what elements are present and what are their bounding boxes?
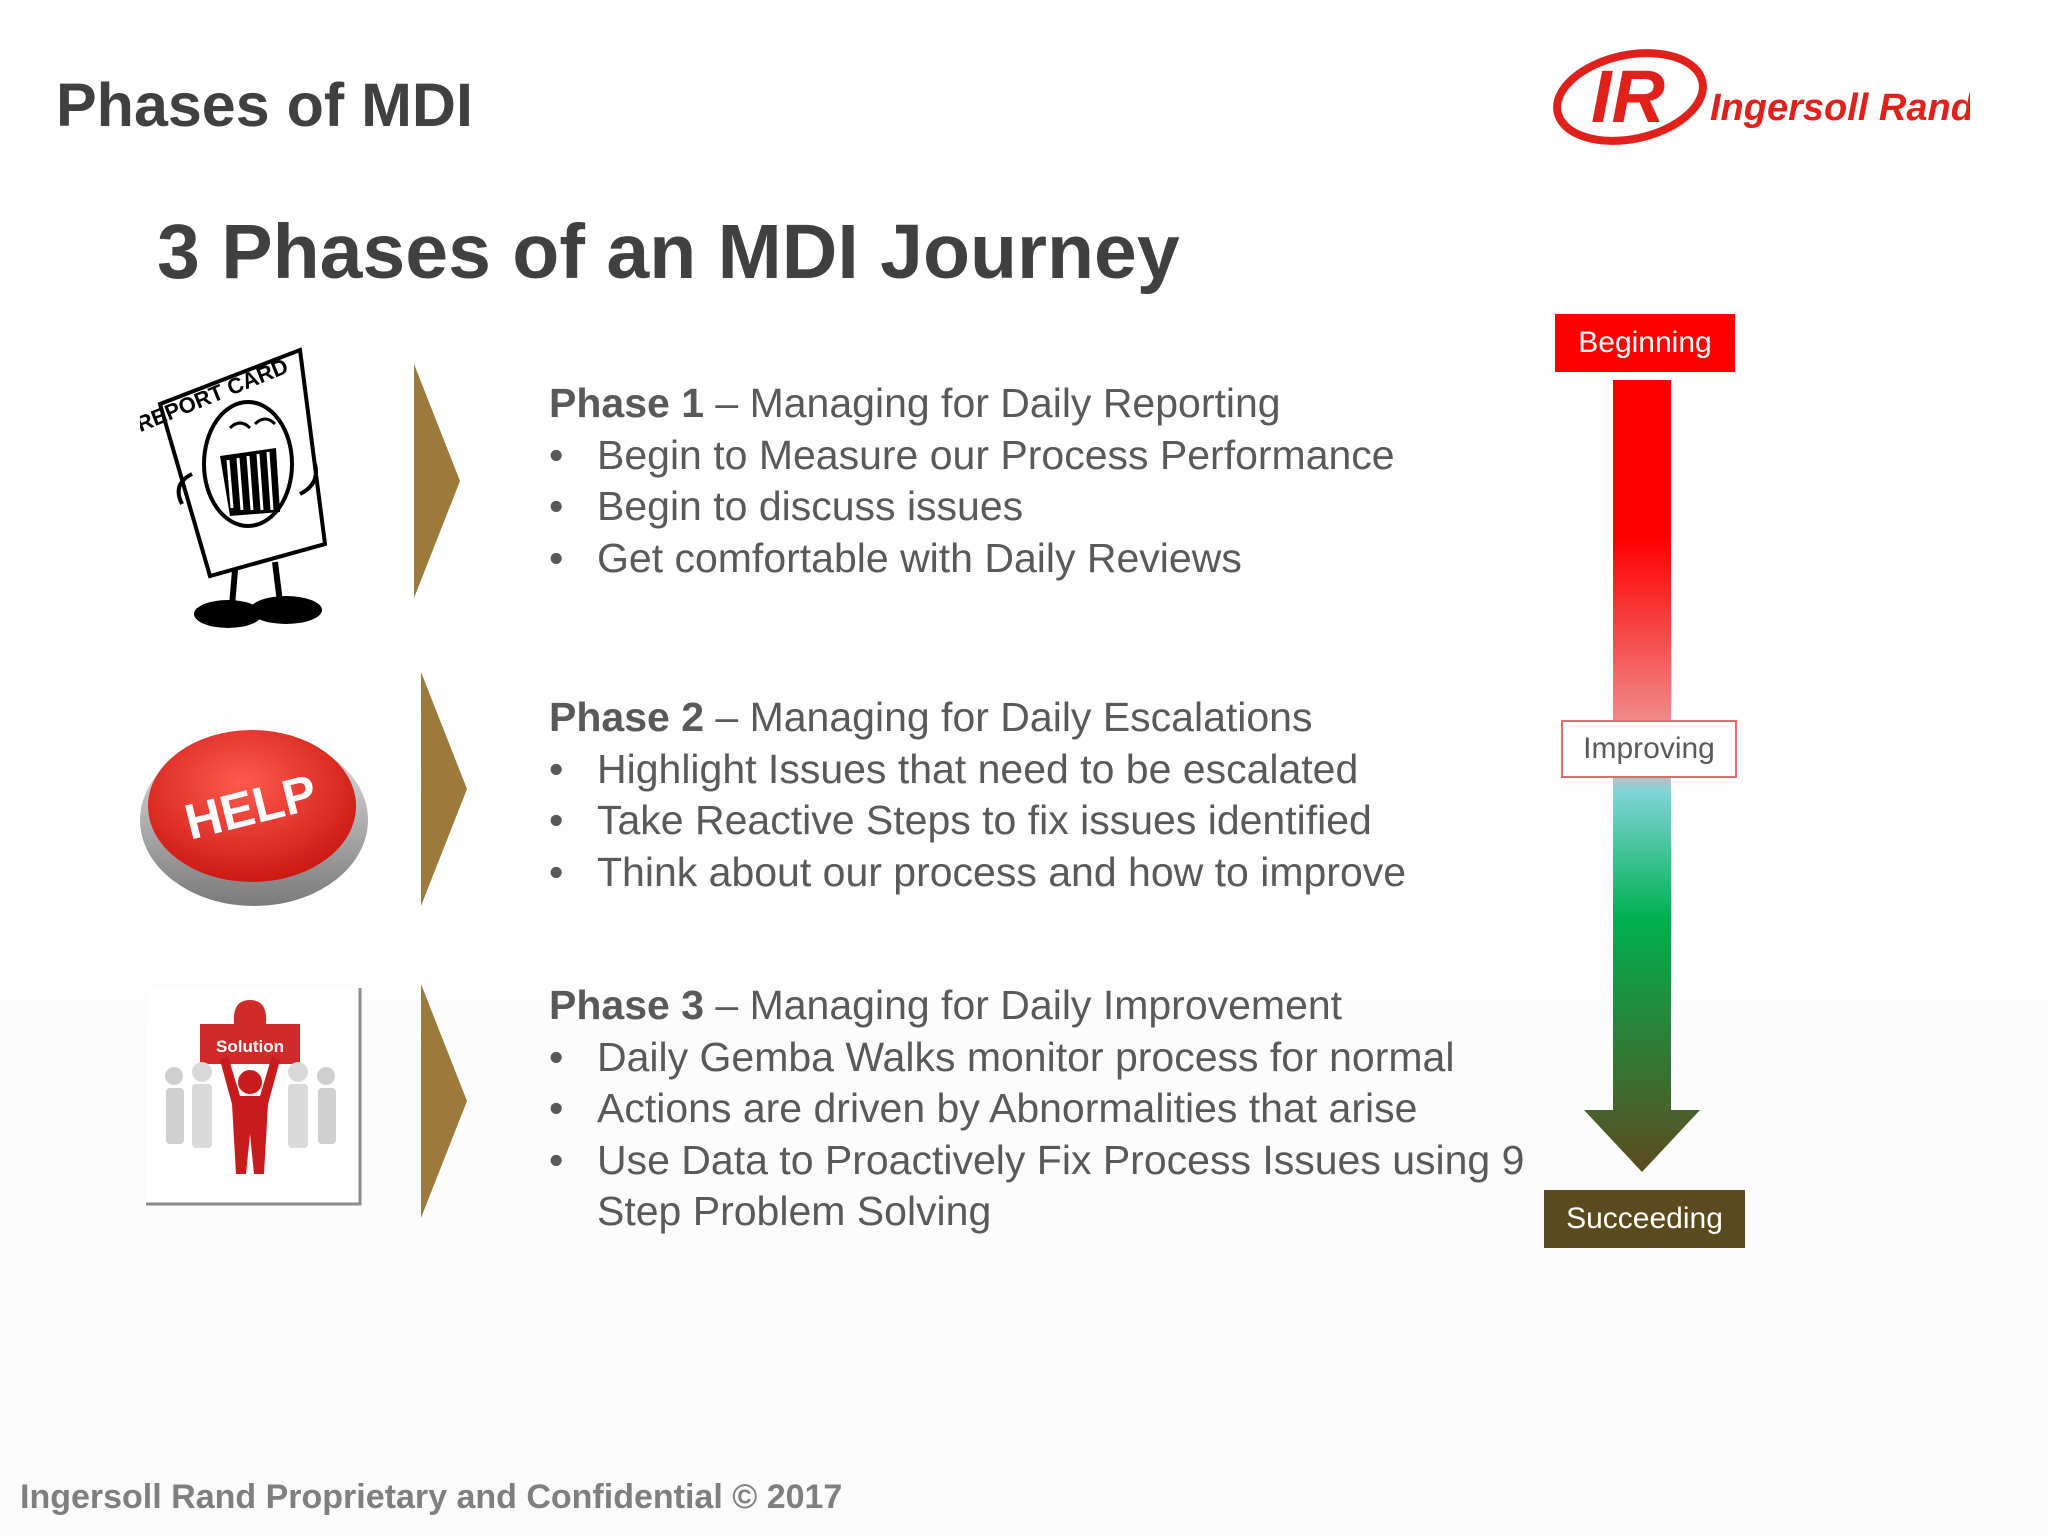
list-item: • Daily Gemba Walks monitor process for n…	[549, 1032, 1549, 1084]
list-item-text: Actions are driven by Abnormalities that…	[597, 1085, 1418, 1131]
help-button-icon: HELP	[140, 730, 368, 906]
phase-1-title: Managing for Daily Reporting	[749, 380, 1281, 426]
phase-3-bullets: • Daily Gemba Walks monitor process for n…	[549, 1032, 1549, 1238]
list-item-text: Begin to Measure our Process Performance	[597, 431, 1395, 478]
phase-1-block: Phase 1 – Managing for Daily Reporting •…	[549, 378, 1559, 584]
list-item-text: Highlight Issues that need to be escalat…	[597, 745, 1359, 792]
phase-1-separator: –	[704, 380, 750, 426]
phase-2-heading: Phase 2 – Managing for Daily Escalations	[549, 692, 1559, 744]
list-item: • Get comfortable with Daily Reviews	[549, 533, 1559, 585]
phase-1-heading: Phase 1 – Managing for Daily Reporting	[549, 378, 1559, 430]
progress-label-improving: Improving	[1561, 720, 1737, 778]
list-item: • Think about our process and how to impr…	[549, 847, 1559, 899]
list-item-text: Use Data to Proactively Fix Process Issu…	[597, 1136, 1525, 1235]
list-item-text: Begin to discuss issues	[597, 483, 1024, 529]
chevron-right-icon	[414, 364, 460, 598]
bullet-icon: •	[549, 1085, 564, 1131]
list-item: • Use Data to Proactively Fix Process Iss…	[549, 1135, 1549, 1238]
phase-3-title: Managing for Daily Improvement	[749, 982, 1343, 1028]
progress-label-succeeding: Succeeding	[1544, 1190, 1745, 1248]
bullet-icon: •	[549, 483, 564, 529]
slide-subtitle: 3 Phases of an MDI Journey	[157, 209, 1180, 295]
list-item: • Actions are driven by Abnormalities tha…	[549, 1083, 1549, 1135]
bullet-icon: •	[549, 848, 564, 895]
list-item-text: Take Reactive Steps to fix issues identi…	[597, 797, 1372, 843]
logo-wordmark: Ingersoll Rand	[1710, 87, 1970, 129]
bullet-icon: •	[549, 1033, 564, 1080]
phase-3-block: Phase 3 – Managing for Daily Improvement…	[549, 980, 1549, 1238]
report-card-icon: REPORT CARD	[140, 347, 328, 628]
phase-3-heading: Phase 3 – Managing for Daily Improvement	[549, 980, 1549, 1032]
logo-mark: IR	[1591, 55, 1665, 138]
bullet-icon: •	[549, 534, 564, 581]
list-item-text: Think about our process and how to impro…	[597, 848, 1407, 895]
solution-puzzle-text: Solution	[216, 1037, 284, 1056]
list-item-text: Get comfortable with Daily Reviews	[597, 534, 1242, 581]
phase-3-separator: –	[704, 982, 750, 1028]
chevron-right-icon	[421, 984, 467, 1218]
list-item: • Highlight Issues that need to be escala…	[549, 744, 1559, 796]
list-item-text: Daily Gemba Walks monitor process for no…	[597, 1033, 1455, 1080]
chevron-right-icon	[421, 672, 467, 906]
bullet-icon: •	[549, 797, 564, 843]
ingersoll-rand-logo: IR Ingersoll Rand	[1553, 49, 1970, 145]
phase-1-bullets: • Begin to Measure our Process Performanc…	[549, 430, 1559, 585]
phase-3-label: Phase 3	[549, 982, 704, 1028]
list-item: • Begin to Measure our Process Performanc…	[549, 430, 1559, 482]
phase-2-block: Phase 2 – Managing for Daily Escalations…	[549, 692, 1559, 898]
progress-label-beginning: Beginning	[1555, 314, 1735, 372]
footer-confidentiality: Ingersoll Rand Proprietary and Confident…	[20, 1478, 843, 1516]
phase-2-bullets: • Highlight Issues that need to be escala…	[549, 744, 1559, 899]
bullet-icon: •	[549, 1136, 564, 1183]
solution-puzzle-icon: Solution	[146, 988, 362, 1206]
phase-2-separator: –	[704, 694, 750, 740]
bullet-icon: •	[549, 431, 564, 478]
phase-1-label: Phase 1	[549, 380, 704, 426]
phase-2-label: Phase 2	[549, 694, 704, 740]
slide-title: Phases of MDI	[56, 71, 473, 139]
phase-2-title: Managing for Daily Escalations	[749, 694, 1313, 740]
list-item: • Begin to discuss issues	[549, 481, 1559, 533]
bullet-icon: •	[549, 745, 564, 792]
list-item: • Take Reactive Steps to fix issues ident…	[549, 795, 1559, 847]
